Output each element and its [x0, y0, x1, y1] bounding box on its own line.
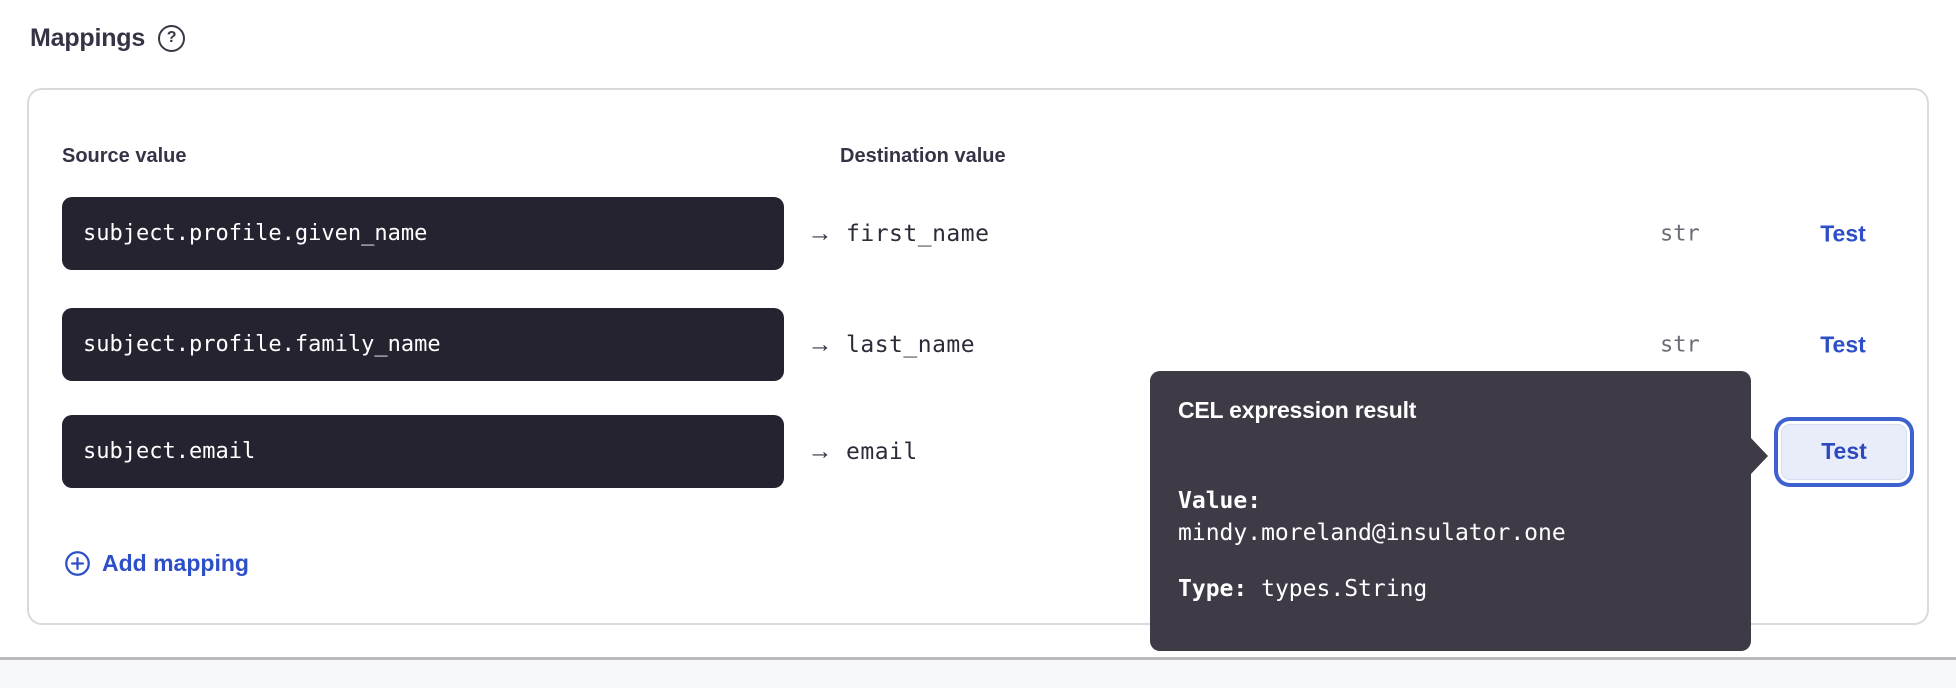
mapping-row: subject.profile.given_name → first_name …	[62, 197, 1898, 270]
test-button-focused[interactable]: Test	[1781, 423, 1907, 480]
tooltip-title: CEL expression result	[1178, 397, 1417, 423]
destination-field-label: email	[846, 438, 918, 465]
destination-field-label: first_name	[846, 220, 990, 247]
footer-strip	[0, 660, 1956, 688]
circle-plus-icon	[64, 550, 91, 577]
tooltip-type-label: Type:	[1178, 576, 1248, 602]
tooltip-type-value: types.String	[1261, 576, 1427, 602]
destination-value-header: Destination value	[840, 145, 1006, 167]
result-type-badge: str	[1660, 332, 1700, 357]
tooltip-pointer	[1750, 437, 1768, 475]
test-button[interactable]: Test	[1820, 331, 1866, 357]
source-value-header: Source value	[62, 145, 187, 167]
page-header: Mappings ?	[30, 24, 186, 53]
mapping-row: subject.email → email Test	[62, 415, 1907, 488]
test-button[interactable]: Test	[1820, 220, 1866, 246]
source-expression-input[interactable]: subject.profile.given_name	[62, 197, 784, 270]
result-type-badge: str	[1660, 221, 1700, 246]
tooltip-type-value-text: types.String	[1261, 576, 1428, 602]
source-expression-input[interactable]: subject.email	[62, 415, 784, 488]
add-mapping-label: Add mapping	[102, 550, 249, 576]
tooltip-value: mindy.moreland@insulator.one	[1178, 520, 1566, 546]
add-mapping-button[interactable]: Add mapping	[64, 550, 249, 577]
arrow-right-icon: →	[807, 437, 833, 465]
tooltip-type-row: Type: types.String	[1178, 574, 1723, 604]
page-title: Mappings	[30, 24, 146, 52]
destination-field-label: last_name	[846, 331, 976, 358]
source-expression-input[interactable]: subject.profile.family_name	[62, 308, 784, 381]
arrow-right-icon: →	[807, 330, 833, 358]
arrow-right-icon: →	[807, 219, 833, 247]
help-icon[interactable]: ?	[158, 25, 186, 52]
mappings-card: Source value Destination value subject.p…	[27, 88, 1929, 625]
cel-result-tooltip: CEL expression result Value: mindy.morel…	[1150, 371, 1768, 651]
mapping-row: subject.profile.family_name → last_name …	[62, 308, 1898, 381]
tooltip-value-label: Value:	[1178, 488, 1262, 514]
section-divider	[0, 657, 1956, 660]
column-headers: Source value Destination value	[62, 145, 1894, 173]
